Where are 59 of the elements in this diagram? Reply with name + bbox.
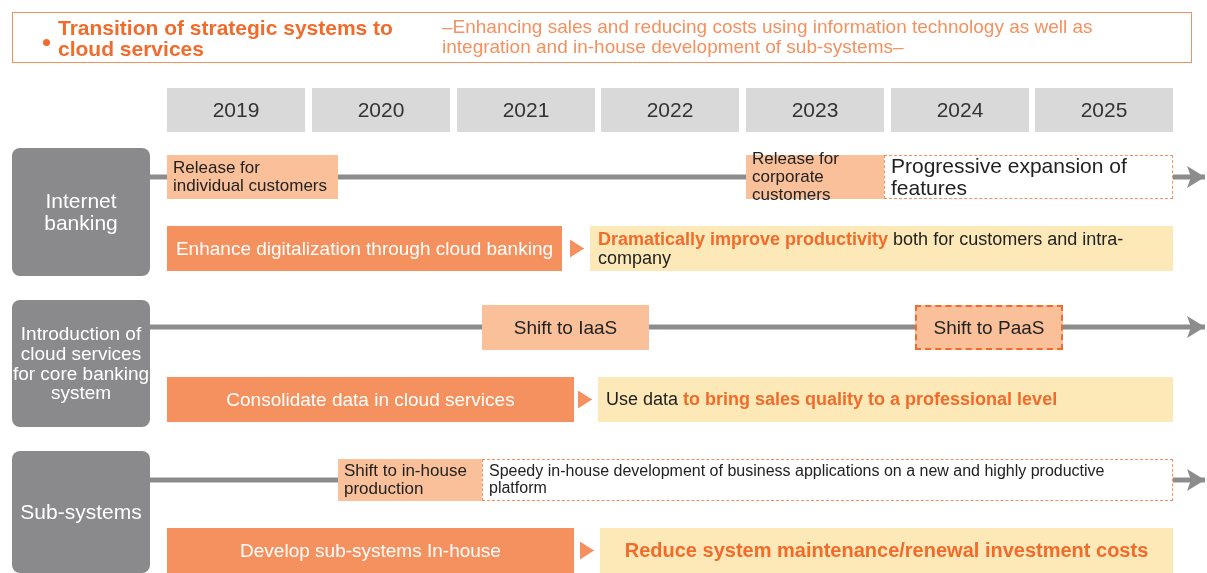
title-text: Transition of strategic systems to cloud services (58, 17, 394, 59)
label-text: Progressive expansion of features (891, 154, 1128, 200)
timeline-line (338, 174, 746, 180)
label-text: 2021 (502, 98, 550, 121)
label-text: Sub-systems (20, 500, 142, 523)
label-text: 2024 (936, 98, 984, 121)
timeline-line (150, 477, 338, 483)
year-header (1035, 88, 1173, 132)
planned-box (915, 305, 1063, 350)
goal-bar (598, 377, 1173, 422)
milestone-box (338, 459, 482, 501)
label-text: 2023 (791, 98, 839, 121)
label-text: 2025 (1080, 98, 1128, 121)
label-text: Release for individual customers (173, 159, 328, 195)
arrow (580, 541, 595, 560)
timeline-line (150, 174, 167, 180)
initiative-bar (167, 377, 574, 422)
milestone-box (482, 305, 649, 350)
label-text: Dramatically improve productivity both for customers and intra-company (598, 229, 1125, 268)
year-header (601, 88, 739, 132)
arrow (1173, 166, 1205, 188)
milestone-box (167, 155, 338, 199)
subtitle-text: –Enhancing sales and reducing costs using information technology as well as integration and in-house development of sub-systems– (442, 17, 1094, 57)
label-text: Develop sub-systems In-house (240, 540, 501, 561)
year-header (457, 88, 595, 132)
row-header (12, 148, 150, 276)
year-header (312, 88, 450, 132)
label-text: Use data to bring sales quality to a professional level (606, 390, 1058, 409)
label-text: Shift to in-house production (344, 462, 468, 498)
row-header (12, 451, 150, 573)
year-header (746, 88, 884, 132)
arrow (1063, 316, 1205, 338)
label-text: 2020 (357, 98, 405, 121)
arrow (569, 239, 585, 258)
row-header (12, 300, 150, 427)
label-text: Enhance digitalization through cloud banking (175, 238, 554, 259)
timeline-line (649, 324, 915, 330)
goal-bar (600, 528, 1173, 573)
label-text: Reduce system maintenance/renewal investment costs (624, 540, 1149, 561)
label-text: Shift to PaaS (933, 317, 1045, 338)
label-text: 2019 (212, 98, 260, 121)
label-text: Introduction of cloud services for core banking system (12, 323, 150, 404)
label-text: Consolidate data in cloud services (226, 389, 515, 410)
initiative-bar (167, 226, 562, 271)
label-text: Release for corporate customers (752, 150, 840, 204)
label-text: Internet banking (43, 189, 119, 235)
initiative-bar (167, 528, 574, 573)
planned-box (482, 459, 1173, 501)
label-text: Speedy in-house development of business applications on a new and highly productive platform (489, 463, 1106, 497)
arrow (1173, 469, 1205, 491)
year-header (167, 88, 305, 132)
timeline-line (150, 324, 482, 330)
arrow (578, 390, 593, 409)
label-text: Shift to IaaS (513, 317, 618, 338)
goal-bar (590, 226, 1173, 271)
title-banner (12, 12, 1192, 63)
year-header (891, 88, 1029, 132)
planned-box (884, 155, 1173, 199)
label-text: 2022 (646, 98, 694, 121)
